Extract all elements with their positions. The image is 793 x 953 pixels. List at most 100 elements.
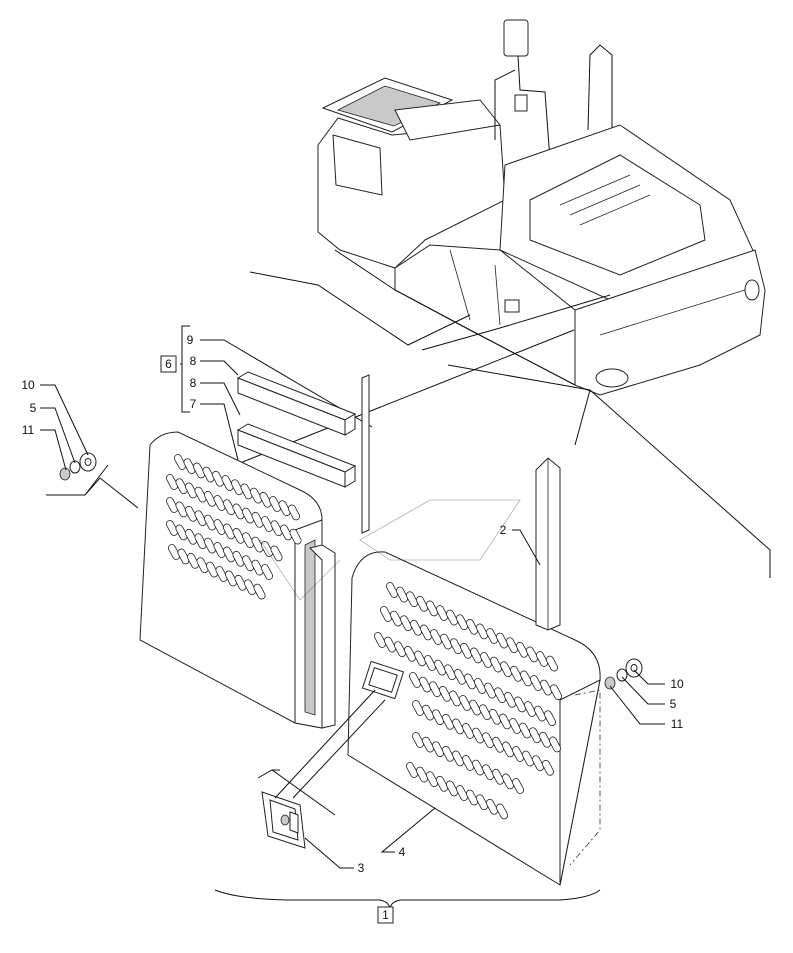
callout-11-left: 11 (22, 423, 35, 437)
vent-slot (518, 722, 532, 739)
seal-strip-7 (309, 544, 336, 729)
vent-slot (461, 755, 475, 771)
vent-slot (194, 486, 207, 503)
excavator-machine (317, 19, 766, 396)
vent-slot (211, 470, 225, 487)
callout-2: 2 (500, 523, 507, 537)
vent-slot (471, 759, 485, 776)
vent-slot (270, 545, 283, 562)
vent-slot (463, 673, 477, 690)
vent-slot (279, 524, 293, 541)
vent-slot (541, 759, 555, 776)
left-side-panel (139, 431, 323, 729)
vent-slot (213, 495, 226, 511)
vent-slot (393, 641, 407, 658)
vent-slot (186, 552, 200, 569)
seal-strip-8-lower (236, 423, 357, 488)
vent-slot (251, 511, 264, 528)
vent-slot (232, 527, 245, 544)
watermark-logo (259, 499, 521, 601)
vent-slot (438, 685, 452, 702)
vent-slot (459, 642, 473, 659)
vent-slot (173, 454, 187, 470)
vent-slot (383, 636, 397, 653)
seal-strip-8-upper (236, 371, 357, 436)
vent-slot (421, 736, 435, 753)
vent-slot (465, 618, 479, 635)
vent-slot (202, 466, 215, 483)
vent-slot (270, 520, 283, 537)
vent-slot (449, 638, 463, 655)
fasteners-left (40, 384, 139, 509)
vent-slot (435, 775, 449, 792)
vent-slot (232, 503, 245, 520)
vent-slot (194, 510, 207, 527)
vent-slot (485, 798, 499, 815)
vent-slot (471, 727, 485, 744)
vent-slot (481, 764, 495, 781)
vent-slot (268, 496, 282, 512)
vent-slot (203, 514, 217, 531)
vent-slot (531, 755, 545, 772)
callout-10-right: 10 (670, 677, 684, 691)
vent-slot (485, 628, 499, 644)
vent-slot (455, 785, 469, 801)
vent-slot (453, 668, 467, 685)
vent-slot (523, 701, 537, 717)
callout-4: 4 (399, 845, 406, 859)
vent-slot (503, 691, 517, 708)
vent-slot (415, 595, 429, 612)
vent-slot (428, 681, 442, 698)
vent-slot (243, 579, 257, 596)
vent-slot (509, 665, 523, 682)
vent-slot (429, 629, 443, 645)
vent-slot (473, 678, 487, 694)
vent-slot (260, 516, 274, 532)
vent-slot (399, 615, 413, 632)
vent-slot (451, 750, 465, 767)
seal-strip-2 (535, 457, 561, 631)
vent-slot (455, 614, 469, 631)
vent-slot (411, 700, 425, 716)
leader-2 (512, 529, 541, 566)
vent-slot (475, 623, 489, 640)
vent-slot (439, 633, 453, 650)
vent-slot (549, 684, 563, 701)
vent-slot (519, 670, 533, 687)
vent-slot (499, 661, 513, 678)
vent-slot (385, 582, 399, 598)
vent-slot (241, 555, 255, 572)
vent-slot (289, 528, 302, 545)
vent-slot (535, 651, 549, 667)
vent-slot (525, 646, 539, 663)
vent-slot (222, 546, 236, 563)
vent-slot (478, 704, 492, 721)
vent-slot (403, 645, 417, 662)
vent-slot (215, 566, 228, 582)
vent-slot (431, 741, 445, 758)
vent-slot (465, 789, 479, 806)
vent-slot (234, 574, 247, 591)
vent-slot (183, 458, 196, 475)
callout-6-boxed: 6 (165, 357, 172, 371)
vent-slot (441, 745, 455, 762)
vent-slot (479, 652, 493, 668)
vent-slot (222, 523, 236, 540)
leader-4 (380, 807, 436, 853)
vent-slot (508, 718, 522, 734)
vent-slot (443, 664, 457, 681)
vent-slot (495, 632, 509, 649)
vent-slot (513, 696, 527, 713)
vent-slot (515, 641, 529, 658)
vent-slot (194, 533, 207, 550)
vent-slot (511, 746, 525, 762)
vent-slot (184, 482, 198, 499)
vent-slot (203, 490, 217, 507)
vent-slot (505, 637, 519, 654)
vent-slot (529, 675, 543, 691)
vent-slot (493, 687, 507, 704)
vent-slot (405, 591, 419, 608)
door-handle-3 (257, 689, 386, 869)
vent-slot (433, 659, 447, 676)
